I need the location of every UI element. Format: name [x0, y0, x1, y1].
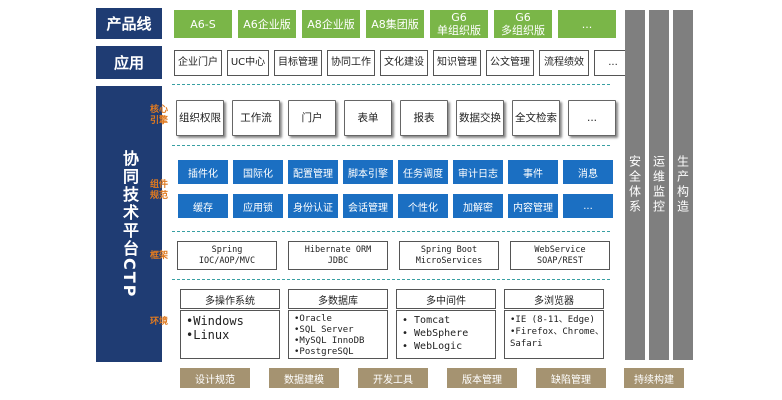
bottom-bar-item: 数据建模 [269, 368, 339, 388]
separator [172, 145, 610, 146]
separator [172, 231, 610, 232]
component-item: 任务调度 [398, 160, 448, 184]
product-item: A6企业版 [238, 10, 296, 38]
component-label: 组件 规范 [150, 180, 169, 201]
environment-item: •Windows [186, 314, 244, 328]
component-item: 应用锁 [233, 194, 283, 218]
application-item: 文化建设 [380, 50, 428, 76]
environment-item: •Firefox、Chrome、 [510, 327, 604, 337]
environment-item: •SQL Server [294, 325, 354, 335]
component-item: 事件 [508, 160, 558, 184]
separator [172, 84, 610, 85]
ctp-header-label: 协同技术平台CTP [120, 149, 139, 299]
core-engine-item: 组织权限 [176, 100, 224, 136]
core-engine-item: 报表 [400, 100, 448, 136]
bottom-bar-item: 缺陷管理 [536, 368, 606, 388]
environment-item: •IE (8-11、Edge) [510, 315, 595, 325]
application-item: 流程绩效 [539, 50, 589, 76]
environment-group-title: 多操作系统 [180, 289, 280, 309]
core-engine-item: 全文检索 [512, 100, 560, 136]
application-item: 公文管理 [486, 50, 534, 76]
component-item: 插件化 [178, 160, 228, 184]
environment-group-list: •Windows•Linux [180, 310, 280, 359]
environment-item: •PostgreSQL [294, 347, 354, 357]
product-item: A8企业版 [302, 10, 360, 38]
component-item: 国际化 [233, 160, 283, 184]
component-item: 消息 [563, 160, 613, 184]
application-header: 应用 [96, 46, 162, 79]
ctp-header: 协同技术平台CTP [96, 86, 162, 362]
component-item: 会话管理 [343, 194, 393, 218]
application-item: 企业门户 [174, 50, 222, 76]
vertical-bar: 生产构造 [673, 10, 693, 360]
application-item: 知识管理 [433, 50, 481, 76]
environment-item: •Oracle [294, 314, 332, 324]
vertical-bar: 安全体系 [625, 10, 645, 360]
core-engine-item: 表单 [344, 100, 392, 136]
environment-group-title: 多中间件 [396, 289, 496, 309]
environment-item: • WebLogic [402, 341, 463, 352]
component-item: ... [563, 194, 613, 218]
environment-item: • Tomcat [402, 315, 451, 326]
core-engine-item: 数据交换 [456, 100, 504, 136]
environment-item: •MySQL InnoDB [294, 336, 365, 346]
environment-item: Safari [510, 339, 543, 349]
component-item: 配置管理 [288, 160, 338, 184]
environment-group-title: 多浏览器 [504, 289, 604, 309]
environment-group-list: •IE (8-11、Edge) •Firefox、Chrome、 Safari [504, 310, 604, 359]
product-line-header: 产品线 [96, 8, 162, 39]
environment-group-list: • Tomcat • WebSphere • WebLogic [396, 310, 496, 359]
environment-group-title: 多数据库 [288, 289, 388, 309]
core-engine-item: 门户 [288, 100, 336, 136]
bottom-bar-item: 设计规范 [180, 368, 250, 388]
environment-item: •Linux [186, 328, 230, 342]
component-item: 身份认证 [288, 194, 338, 218]
component-item: 缓存 [178, 194, 228, 218]
product-item: A6-S [174, 10, 232, 38]
core-engine-label: 核心 引擎 [150, 105, 169, 126]
bottom-bar-item: 持续构建 [624, 368, 684, 388]
product-line-header-label: 产品线 [106, 15, 152, 33]
component-item: 内容管理 [508, 194, 558, 218]
separator [172, 279, 610, 280]
component-item: 个性化 [398, 194, 448, 218]
product-item: ... [558, 10, 616, 38]
core-engine-item: 工作流 [232, 100, 280, 136]
application-item: UC中心 [227, 50, 269, 76]
core-engine-item: ... [568, 100, 616, 136]
framework-label: 框架 [150, 251, 169, 261]
product-item: A8集团版 [366, 10, 424, 38]
environment-group-list: •Oracle•SQL Server•MySQL InnoDB•PostgreS… [288, 310, 388, 359]
application-header-label: 应用 [113, 54, 144, 72]
component-item: 审计日志 [453, 160, 503, 184]
environment-item: • WebSphere [402, 328, 469, 339]
bottom-bar-item: 开发工具 [358, 368, 428, 388]
application-item: 协同工作 [327, 50, 375, 76]
component-item: 脚本引擎 [343, 160, 393, 184]
environment-label: 环境 [150, 317, 169, 327]
application-item: 目标管理 [274, 50, 322, 76]
bottom-bar-item: 版本管理 [447, 368, 517, 388]
component-item: 加解密 [453, 194, 503, 218]
vertical-bar: 运维监控 [649, 10, 669, 360]
